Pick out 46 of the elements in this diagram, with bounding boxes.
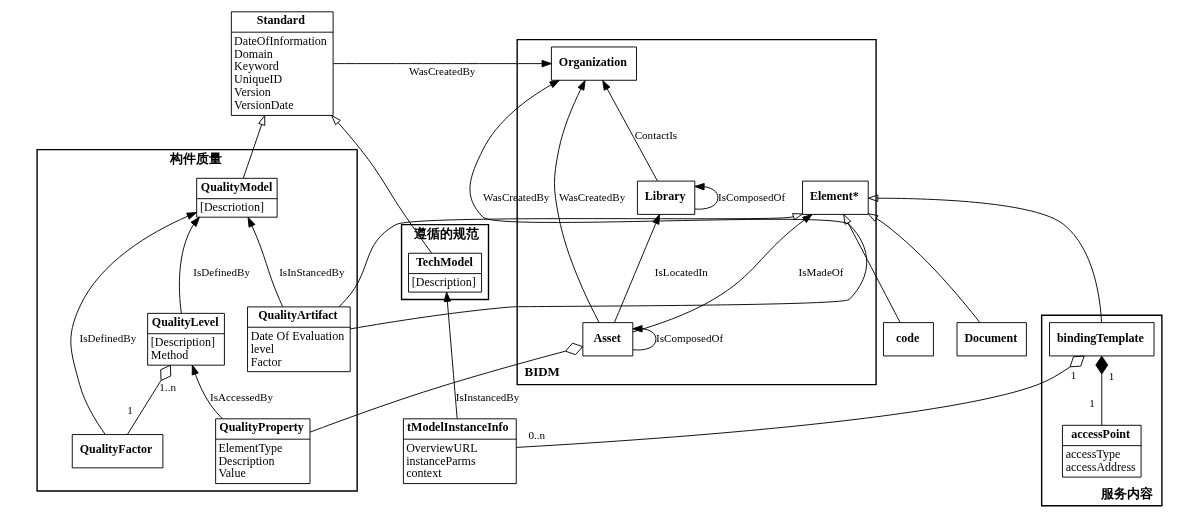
connector (309, 342, 584, 433)
node-box: Organization (550, 46, 637, 81)
arrow (242, 115, 266, 179)
edge-label: IsMadeOf (798, 265, 844, 278)
arrow (602, 80, 658, 182)
edge-label: IsAccessedBy (210, 390, 273, 403)
node-box: Library (636, 180, 696, 215)
node-box: Element* (802, 180, 869, 215)
edge-label: IsInstancedBy (455, 390, 520, 403)
connector (515, 355, 1085, 448)
node-box: QualityFactor (71, 434, 164, 469)
edge-label: ContactIs (634, 129, 678, 142)
node-box: Document (956, 322, 1027, 357)
label: 1 (127, 404, 133, 417)
label: 1 (1070, 369, 1077, 382)
arrow (694, 183, 719, 210)
edge-label: IsDefinedBy (79, 332, 137, 345)
edge-label: IsComposedOf (656, 332, 724, 345)
node-box: bindingTemplate (1049, 322, 1155, 357)
label: 1..n (159, 381, 176, 394)
arrow (191, 364, 223, 420)
arrow (70, 212, 197, 435)
arrow (349, 79, 868, 330)
arrow (632, 325, 657, 351)
connector (1095, 355, 1109, 426)
arrow (554, 80, 600, 323)
arrow (247, 216, 284, 308)
arrow (867, 213, 981, 323)
label: 1 (1089, 397, 1095, 410)
node-box: Asset (582, 322, 634, 357)
connector (126, 364, 172, 435)
edge-label: WasCreatedBy (409, 65, 476, 78)
arrow (178, 216, 200, 314)
label: 1 (1108, 370, 1115, 383)
edge-label: IsDefinedBy (193, 265, 250, 278)
arrow (331, 115, 433, 254)
arrow (443, 291, 458, 420)
arrow (868, 194, 1102, 323)
arrow (332, 59, 552, 68)
label: 0..n (528, 429, 546, 442)
node-box: code (883, 322, 934, 357)
arrow (843, 214, 901, 324)
edge-label: IsLocatedIn (654, 265, 708, 278)
edge-label: IsInStancedBy (279, 265, 345, 278)
edge-label: IsComposedOf (718, 190, 786, 203)
edge-label: WasCreatedBy (558, 190, 626, 203)
